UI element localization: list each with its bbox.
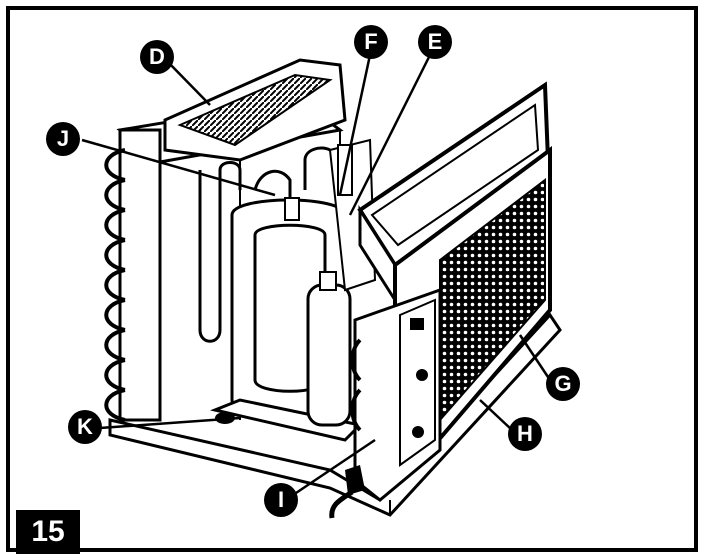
coil-loops bbox=[104, 148, 126, 422]
accumulator bbox=[306, 271, 352, 427]
callout-i: I bbox=[264, 483, 298, 517]
fan-shroud bbox=[163, 58, 347, 420]
callout-j: J bbox=[46, 122, 80, 156]
callout-d: D bbox=[140, 40, 174, 74]
callout-k: K bbox=[68, 410, 102, 444]
leader-lines bbox=[81, 54, 552, 499]
callout-f: F bbox=[354, 25, 388, 59]
evaporator-housing bbox=[357, 81, 551, 306]
control-panel bbox=[350, 287, 442, 502]
callout-h: H bbox=[508, 417, 542, 451]
power-cord bbox=[329, 465, 365, 519]
figure-number-badge: 15 bbox=[16, 510, 80, 554]
callout-e: E bbox=[418, 25, 452, 59]
callout-g: G bbox=[546, 367, 580, 401]
